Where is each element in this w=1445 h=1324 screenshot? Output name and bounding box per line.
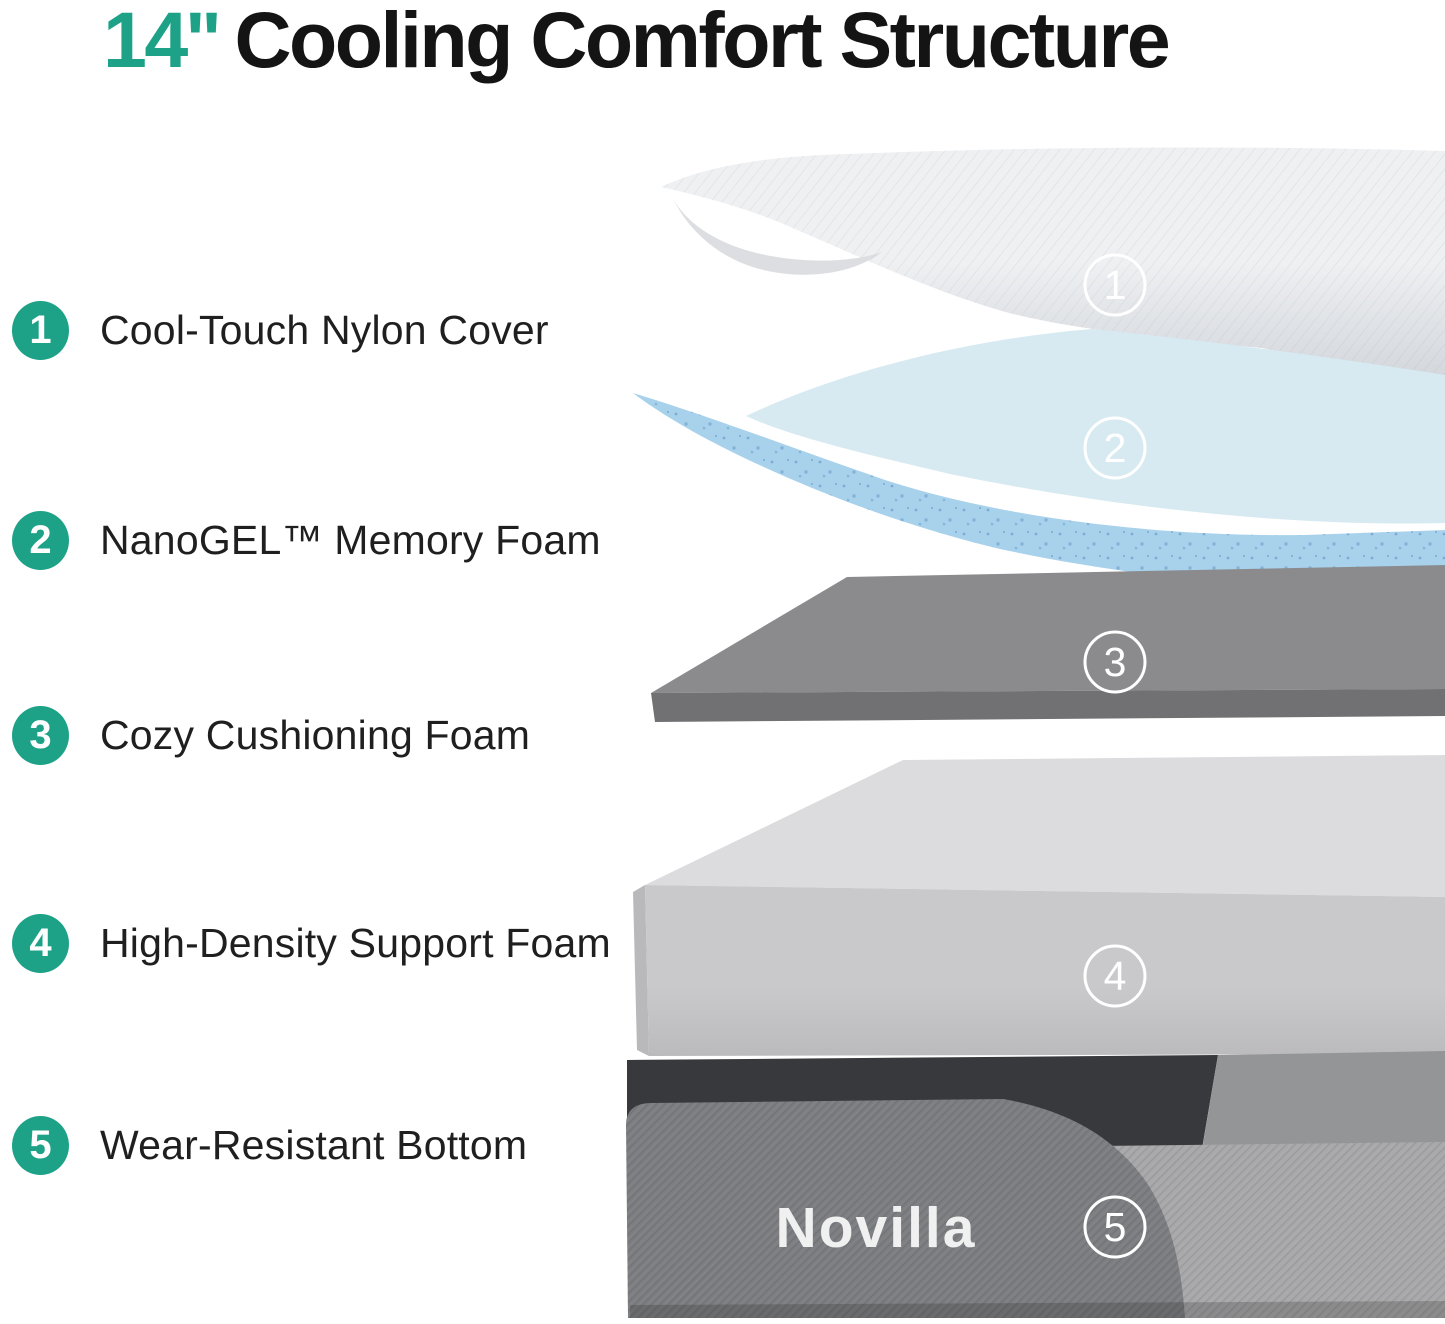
legend-item-support-foam: 4 High-Density Support Foam — [12, 914, 611, 973]
layer-marker-4: 4 — [1083, 944, 1147, 1008]
support-top-face — [645, 755, 1445, 897]
legend-badge-5: 5 — [12, 1116, 69, 1175]
marker-ring — [1083, 253, 1147, 317]
page-title: 14''Cooling Comfort Structure — [103, 0, 1171, 86]
layer-marker-2: 2 — [1083, 416, 1147, 480]
cushion-front-edge — [651, 689, 1445, 722]
legend-item-cover: 1 Cool-Touch Nylon Cover — [12, 301, 549, 360]
marker-number: 1 — [1104, 262, 1127, 308]
cover-shading — [661, 147, 1445, 378]
gel-speckle-texture — [633, 393, 1445, 590]
legend-label-3: Cozy Cushioning Foam — [100, 712, 531, 758]
marker-ring — [1083, 1195, 1147, 1259]
marker-number: 2 — [1104, 425, 1127, 471]
layer-marker-5: 5 — [1083, 1195, 1147, 1259]
title-text: Cooling Comfort Structure — [234, 0, 1170, 84]
support-left-edge — [633, 885, 649, 1056]
marker-number: 4 — [1104, 953, 1127, 999]
legend-badge-4: 4 — [12, 914, 69, 973]
layer-base: Novilla — [626, 1051, 1445, 1318]
base-top-right-face — [1202, 1051, 1445, 1150]
layer-marker-1: 1 — [1083, 253, 1147, 317]
layer-cover — [661, 147, 1445, 378]
legend-label-4: High-Density Support Foam — [100, 920, 611, 966]
legend-label-2: NanoGEL™ Memory Foam — [100, 517, 601, 563]
cushion-top-face — [651, 565, 1445, 693]
legend-badge-3: 3 — [12, 706, 69, 765]
base-front-texture — [1095, 1142, 1445, 1318]
marker-ring — [1083, 944, 1147, 1008]
cover-fold-underside — [673, 199, 882, 275]
legend-label-1: Cool-Touch Nylon Cover — [100, 307, 549, 353]
support-front-shading — [645, 885, 1445, 1056]
legend-item-cushion-foam: 3 Cozy Cushioning Foam — [12, 706, 530, 765]
base-bottom-shadow — [630, 1301, 1445, 1318]
legend-badge-1: 1 — [12, 301, 69, 360]
layer-cushion-foam — [651, 565, 1445, 722]
legend-item-gel-foam: 2 NanoGEL™ Memory Foam — [12, 511, 601, 570]
layer-gel-foam — [633, 329, 1445, 590]
legend-badge-2: 2 — [12, 511, 69, 570]
brand-logo: Novilla — [776, 1196, 977, 1260]
marker-ring — [1083, 630, 1147, 694]
title-size-highlight: 14'' — [103, 0, 221, 84]
marker-number: 5 — [1104, 1204, 1127, 1250]
marker-ring — [1083, 416, 1147, 480]
legend-item-bottom: 5 Wear-Resistant Bottom — [12, 1116, 527, 1175]
base-corner-wrap-texture — [626, 1099, 1185, 1318]
legend-label-5: Wear-Resistant Bottom — [100, 1122, 528, 1168]
layer-support-foam — [633, 755, 1445, 1056]
marker-number: 3 — [1104, 639, 1127, 685]
layer-marker-3: 3 — [1083, 630, 1147, 694]
